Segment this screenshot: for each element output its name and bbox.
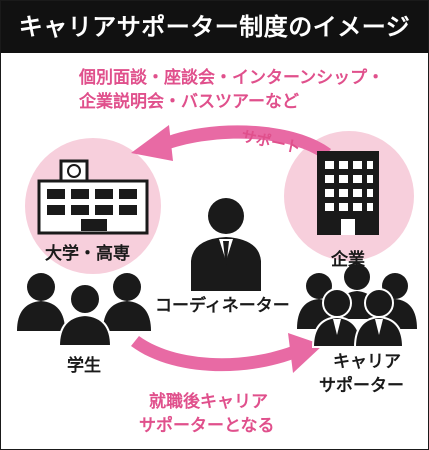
diagram-title: キャリアサポーター制度のイメージ	[18, 13, 411, 41]
support-arrow	[131, 125, 331, 161]
school-label: 大学・高専	[45, 244, 130, 264]
career-supporter-line-1: キャリア	[333, 352, 401, 372]
activities-line-1: 個別面談・座談会・インターンシップ・	[79, 68, 385, 88]
students-label: 学生	[67, 356, 101, 376]
students-group-icon	[17, 273, 151, 347]
coordinator-person-icon	[191, 198, 261, 291]
school-building-icon	[37, 159, 149, 235]
coordinator-label: コーディネーター	[155, 296, 290, 316]
career-supporters-group-icon	[297, 264, 417, 348]
bottom-text-line-1: 就職後キャリア	[149, 392, 268, 412]
career-arrow	[131, 333, 323, 373]
office-building-icon	[317, 151, 379, 235]
bottom-text-line-2: サポーターとなる	[139, 416, 275, 436]
career-supporter-line-2: サポーター	[319, 376, 404, 396]
title-bar: キャリアサポーター制度のイメージ	[1, 1, 428, 53]
activities-line-2: 企業説明会・バスツアーなど	[79, 92, 299, 112]
company-label: 企業	[331, 250, 365, 270]
